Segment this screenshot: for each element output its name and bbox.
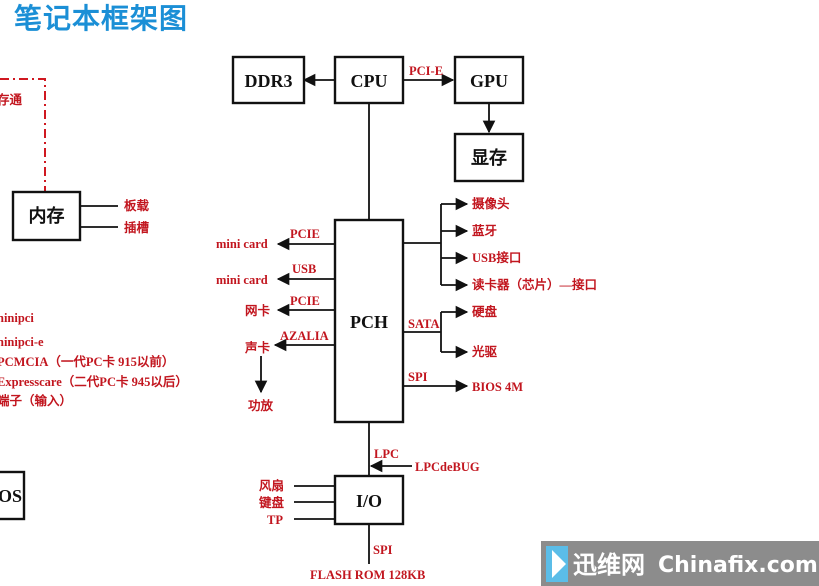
label-keyboard: 键盘 (258, 495, 285, 510)
label-optical: 光驱 (471, 344, 498, 359)
list-item: ninipci (0, 311, 34, 325)
label-mini-card-2: mini card (216, 273, 268, 287)
label-sata: SATA (408, 317, 440, 331)
ddr3-label: DDR3 (245, 71, 293, 91)
label-slot: 插槽 (124, 220, 150, 235)
label-card-reader: 读卡器（芯片）—接口 (472, 277, 597, 292)
gpu-box: GPU (453, 55, 525, 105)
label-pcie-2: PCIE (290, 294, 320, 308)
memory-labels: 板载 插槽 存通 (0, 92, 150, 235)
list-item: 端子（输入） (0, 393, 72, 408)
bus-labels: PCI-E PCIE USB PCIE AZALIA SATA SPI LPC … (280, 64, 443, 557)
watermark: 迅维网 Chinafix.com (541, 541, 819, 586)
list-item: ninipci-e (0, 335, 44, 349)
watermark-cn-text: 迅维网 (573, 551, 645, 579)
memory-label: 内存 (29, 205, 65, 226)
pch-left-labels: mini card mini card 网卡 声卡 功放 (216, 237, 274, 413)
pch-right-labels: 摄像头 蓝牙 USB接口 读卡器（芯片）—接口 硬盘 光驱 BIOS 4M (471, 196, 597, 394)
left-list: ninipci ninipci-e PCMCIA（一代PC卡 915以前） Ex… (0, 311, 188, 408)
label-tp: TP (267, 513, 283, 527)
chevron-right-icon (552, 550, 566, 578)
label-bluetooth: 蓝牙 (472, 223, 497, 238)
label-mini-card-1: mini card (216, 237, 268, 251)
label-sound-card: 声卡 (244, 340, 271, 355)
ddr3-box: DDR3 (231, 55, 306, 105)
label-azalia: AZALIA (280, 329, 329, 343)
label-camera: 摄像头 (472, 196, 510, 211)
watermark-background (541, 541, 819, 586)
label-nic: 网卡 (245, 303, 271, 318)
bios-partial-label: OS (0, 486, 22, 506)
label-spi-pch: SPI (408, 370, 428, 384)
label-fan: 风扇 (259, 478, 284, 493)
label-usb-port: USB接口 (472, 250, 521, 265)
cpu-label: CPU (351, 71, 388, 91)
label-usb: USB (292, 262, 316, 276)
connection-lines (0, 73, 496, 564)
label-partial-top: 存通 (0, 92, 23, 107)
label-spi-io: SPI (373, 543, 393, 557)
gpu-label: GPU (470, 71, 508, 91)
label-bios-4m: BIOS 4M (472, 380, 523, 394)
page-title: 笔记本框架图 (14, 2, 189, 35)
vram-label: 显存 (471, 147, 507, 168)
label-onboard: 板载 (124, 198, 150, 213)
bios-box-partial: OS (0, 470, 26, 521)
list-item: Expresscare（二代PC卡 945以后） (0, 374, 188, 389)
list-item: PCMCIA（一代PC卡 915以前） (0, 354, 174, 369)
label-pci-e: PCI-E (409, 64, 443, 78)
memory-bus-dashed-line (0, 78, 46, 192)
io-box: I/O (333, 474, 405, 526)
label-hdd: 硬盘 (472, 304, 498, 319)
label-lpc-debug: LPCdeBUG (415, 460, 480, 474)
pch-label: PCH (350, 312, 388, 332)
label-lpc: LPC (374, 447, 399, 461)
io-labels: 风扇 键盘 TP LPCdeBUG FLASH ROM 128KB (258, 460, 480, 582)
label-flash-rom: FLASH ROM 128KB (310, 568, 425, 582)
io-label: I/O (356, 491, 382, 511)
cpu-box: CPU (333, 55, 405, 105)
memory-box: 内存 (11, 190, 82, 242)
pch-box: PCH (333, 218, 405, 424)
watermark-en-text: Chinafix.com (658, 553, 818, 578)
vram-box: 显存 (453, 132, 525, 183)
label-amplifier: 功放 (248, 398, 274, 413)
label-pcie-1: PCIE (290, 227, 320, 241)
